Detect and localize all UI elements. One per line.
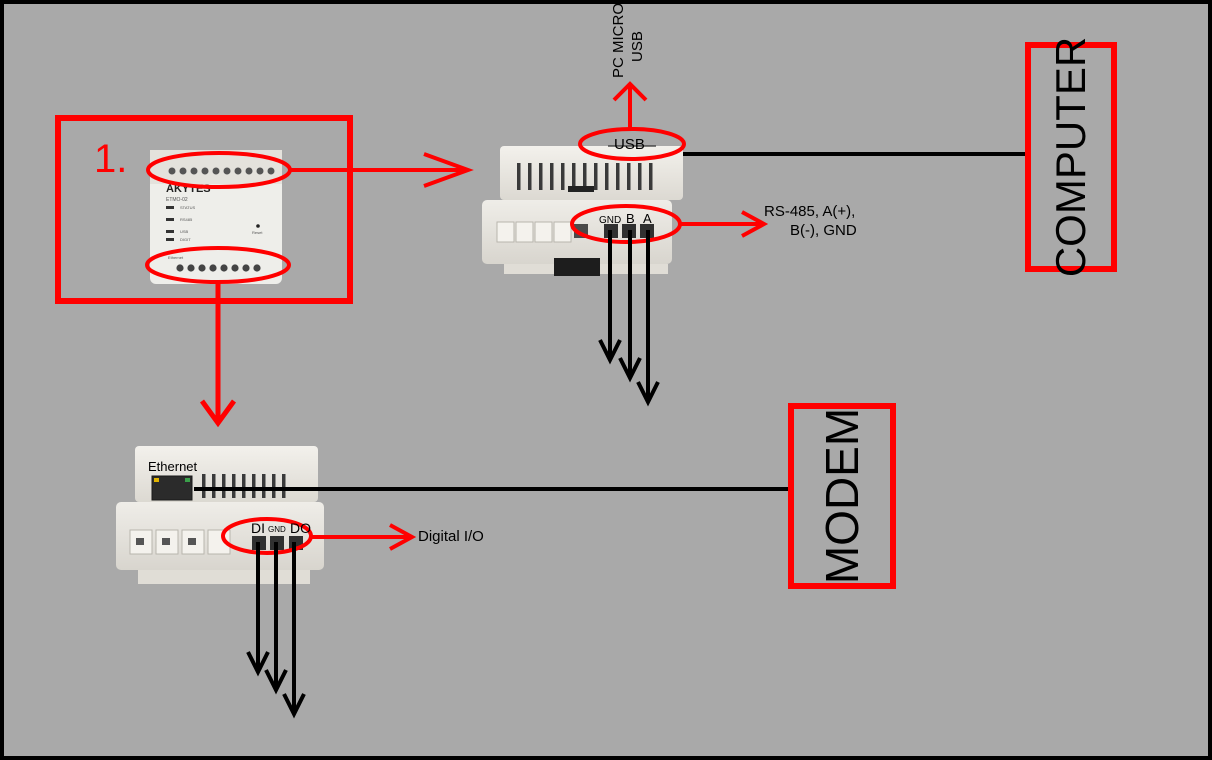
device-front-photo: AKYTES ETMO-02 STATUS RS485 USB DIGIT Re…: [150, 150, 282, 284]
step-label: 1.: [94, 137, 127, 181]
terminal-a-label: A: [643, 211, 652, 226]
led-label-usb: USB: [180, 229, 189, 234]
reset-button-dot: [256, 224, 260, 228]
usb-module-photo: [482, 146, 683, 276]
device-model: ETMO-02: [166, 197, 188, 203]
bottom-port-label: Ethernet: [168, 255, 184, 260]
modem-label: MODEM: [816, 408, 868, 584]
led-label-rs485: RS485: [180, 217, 193, 222]
led-label-digit: DIGIT: [180, 237, 191, 242]
digital-io-label: Digital I/O: [418, 528, 484, 545]
terminal-gnd-digital-label: GND: [268, 525, 286, 534]
terminal-do-label: DO: [290, 520, 311, 536]
led-label-status: STATUS: [180, 205, 196, 210]
reset-button-label: Reset: [252, 230, 263, 235]
pc-micro-label: PC MICRO: [610, 3, 627, 78]
computer-label: COMPUTER: [1047, 37, 1094, 277]
rs485-label-line1: RS-485, A(+),: [764, 203, 855, 220]
led-digit: [166, 238, 174, 241]
led-rs485: [166, 218, 174, 221]
usb-port-label: USB: [614, 136, 645, 153]
led-usb: [166, 230, 174, 233]
terminal-b-label: B: [626, 211, 635, 226]
rs485-label-line2: B(-), GND: [790, 222, 857, 239]
ethernet-port-label: Ethernet: [148, 459, 198, 474]
led-status: [166, 206, 174, 209]
usb-upward-label: USB: [629, 31, 646, 62]
terminal-gnd-label: GND: [599, 215, 621, 226]
terminal-di-label: DI: [251, 520, 265, 536]
